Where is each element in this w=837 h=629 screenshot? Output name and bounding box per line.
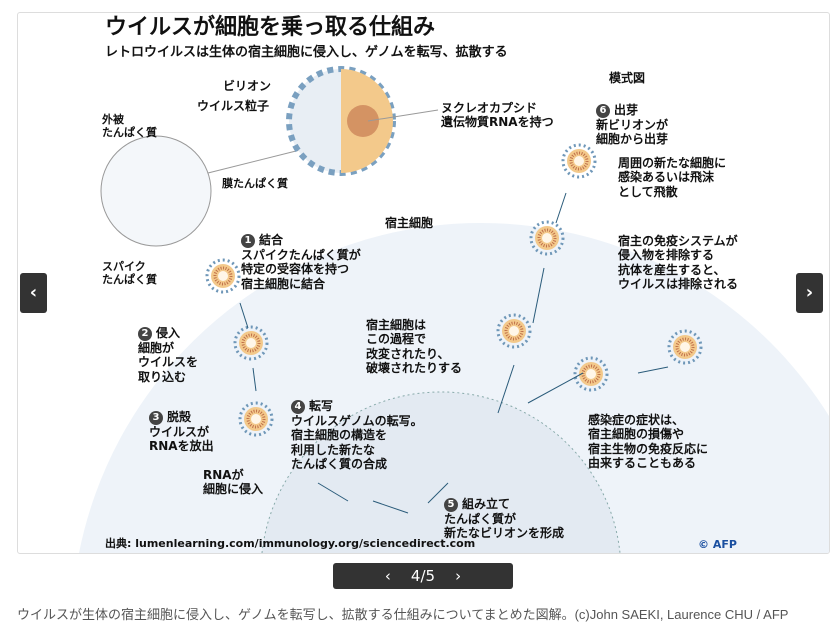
virus-icon bbox=[238, 401, 274, 437]
source-credit: 出典: lumenlearning.com/immunology.org/sci… bbox=[105, 537, 476, 550]
image-caption: ウイルスが生体の宿主細胞に侵入し、ゲノムを転写し、拡散する仕組みについてまとめた… bbox=[17, 607, 789, 622]
infographic-drawing bbox=[79, 66, 829, 553]
virus-icon bbox=[561, 143, 597, 179]
virus-icon bbox=[205, 258, 241, 294]
chevron-right-icon: › bbox=[805, 282, 814, 303]
infographic-slide: ウイルスが細胞を乗っ取る仕組み レトロウイルスは生体の宿主細胞に侵入し、ゲノムを… bbox=[17, 12, 830, 554]
virus-icon bbox=[573, 356, 609, 392]
label-virus-particle: ウイルス粒子 bbox=[197, 99, 270, 113]
chevron-left-icon: ‹ bbox=[29, 282, 38, 303]
virus-icon bbox=[233, 325, 269, 361]
virus-icon bbox=[496, 313, 532, 349]
infographic-subtitle: レトロウイルスは生体の宿主細胞に侵入し、ゲノムを転写、拡散する bbox=[105, 45, 508, 60]
pager-next-button[interactable]: › bbox=[455, 567, 462, 585]
label-symptoms: 感染症の症状は、 宿主細胞の損傷や 宿主生物の免疫反応に 由来することもある bbox=[588, 413, 709, 471]
carousel-pager: ‹ 4/5 › bbox=[333, 563, 513, 589]
label-spike-protein: スパイク たんぱく質 bbox=[102, 260, 157, 287]
virus-icon bbox=[529, 220, 565, 256]
afp-logo: © AFP bbox=[698, 538, 737, 551]
label-membrane-protein: 膜たんぱく質 bbox=[222, 177, 288, 190]
label-envelope-protein: 外被 たんぱく質 bbox=[102, 113, 157, 140]
label-immune: 宿主の免疫システムが 侵入物を排除する 抗体を産生すると、 ウイルスは排除される bbox=[618, 234, 739, 292]
label-nucleocapsid: ヌクレオカプシド 遺伝物質RNAを持つ bbox=[441, 101, 554, 130]
nucleus-shape bbox=[262, 391, 620, 553]
nucleus-outline bbox=[261, 391, 621, 553]
label-spread: 周囲の新たな細胞に 感染あるいは飛沫 として飛散 bbox=[618, 156, 727, 199]
virion-large bbox=[286, 66, 396, 176]
inset-circle bbox=[100, 135, 212, 247]
prev-slide-button[interactable]: ‹ bbox=[20, 273, 47, 313]
label-host-cell: 宿主細胞 bbox=[385, 216, 434, 230]
next-slide-button[interactable]: › bbox=[796, 273, 823, 313]
label-virion: ビリオン bbox=[223, 79, 272, 93]
label-rna-entry: RNAが 細胞に侵入 bbox=[203, 468, 264, 497]
pager-prev-button[interactable]: ‹ bbox=[384, 567, 391, 585]
label-schematic: 模式図 bbox=[609, 71, 646, 85]
host-cell-shape bbox=[79, 222, 829, 553]
infographic-title: ウイルスが細胞を乗っ取る仕組み bbox=[105, 15, 436, 40]
label-host-altered: 宿主細胞は この過程で 改変されたり、 破壊されたりする bbox=[366, 318, 463, 376]
virus-icon bbox=[667, 329, 703, 365]
page-indicator: 4/5 bbox=[410, 567, 436, 585]
